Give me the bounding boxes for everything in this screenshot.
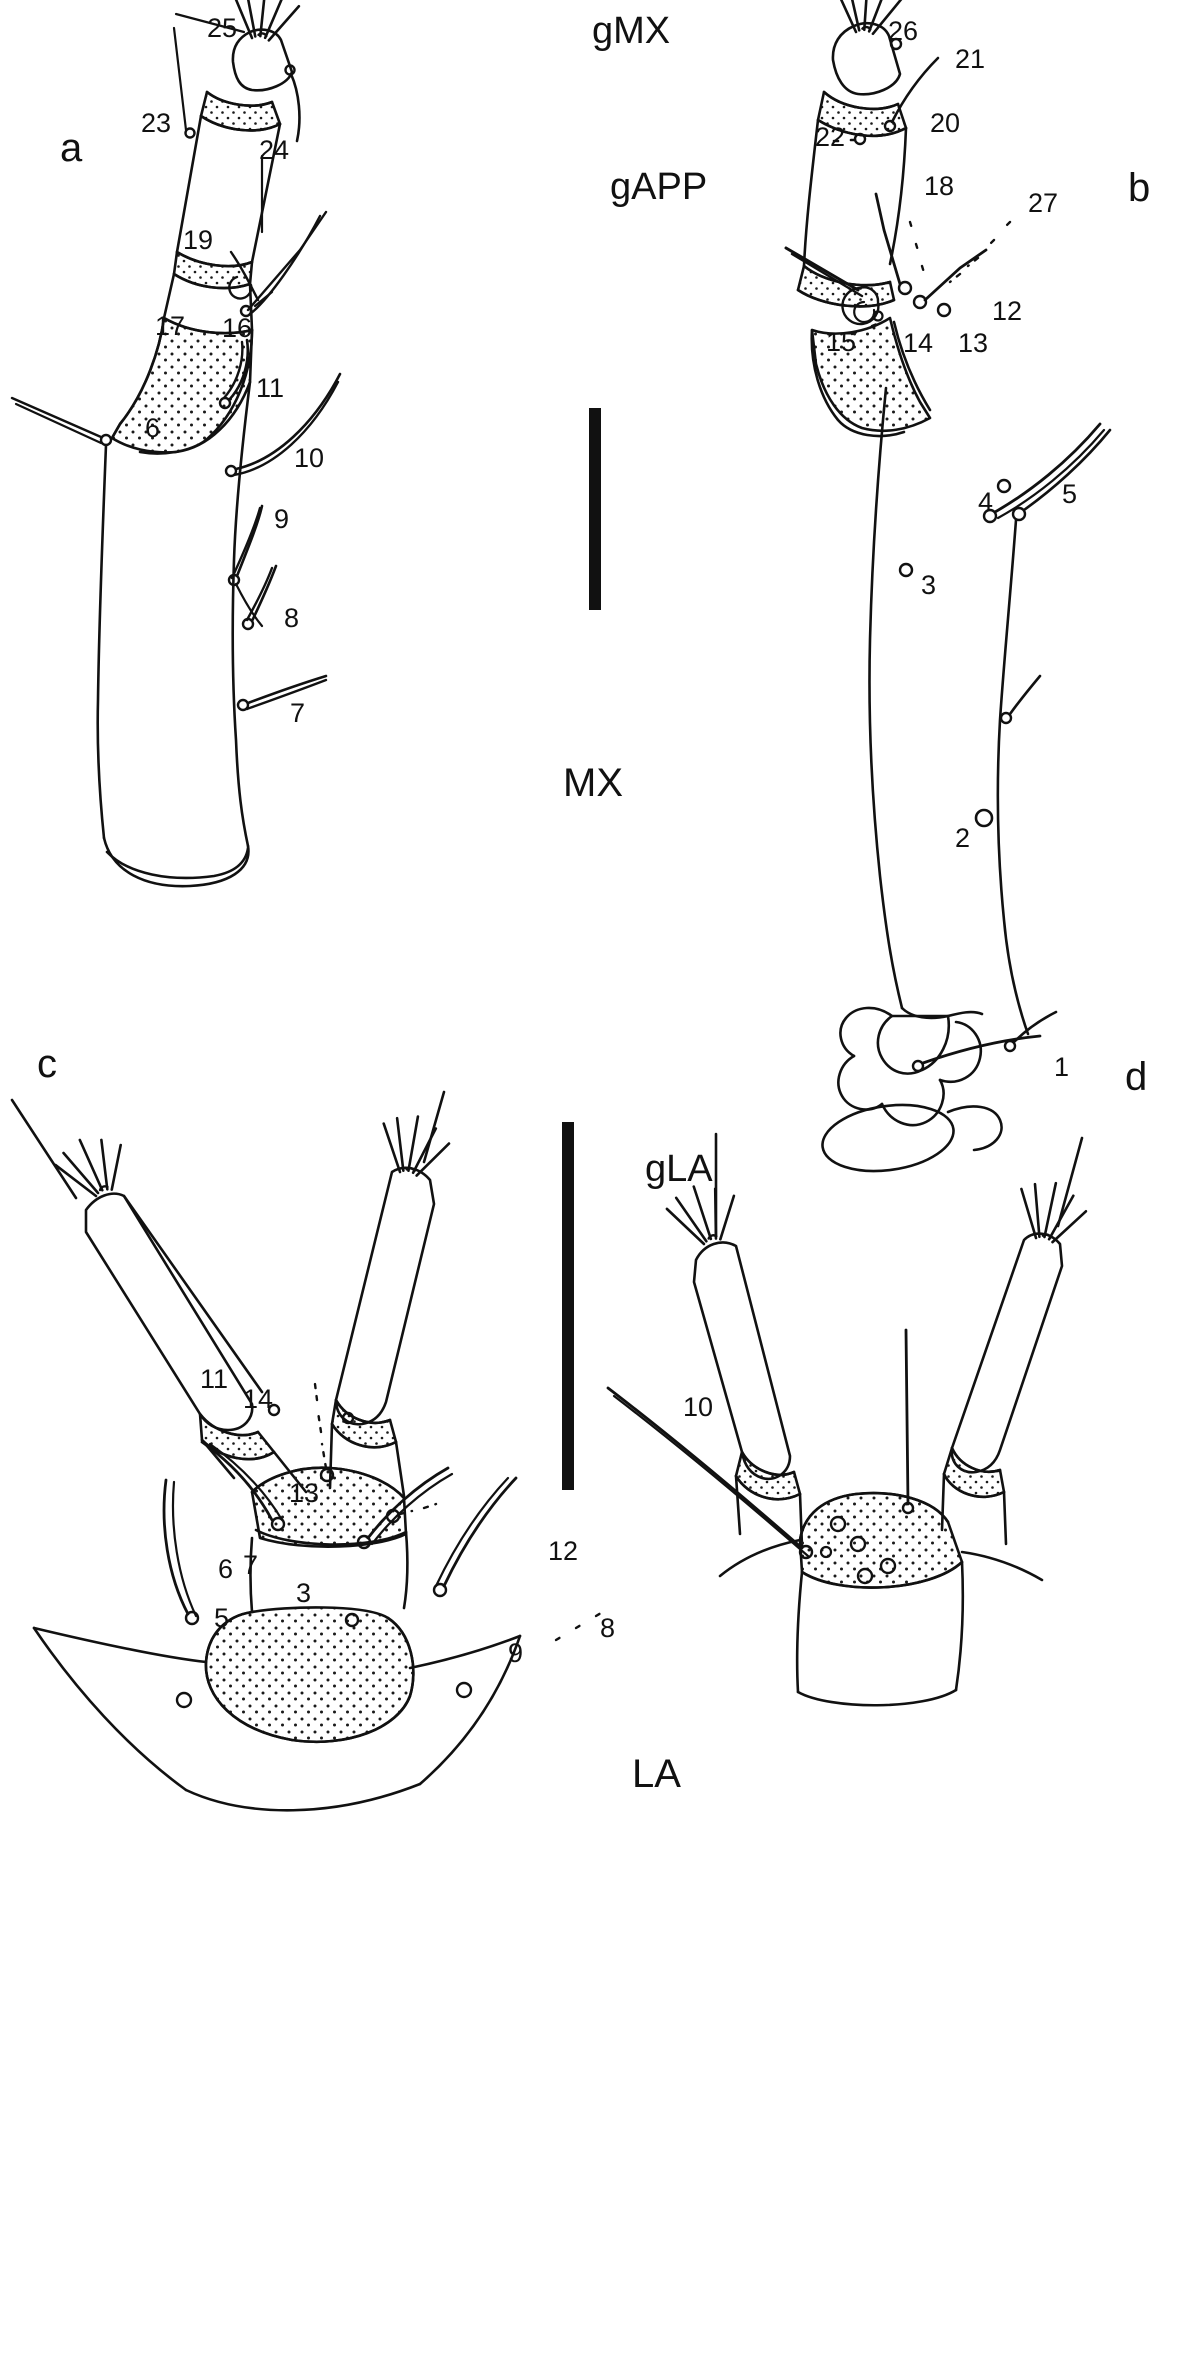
label-c-5: 5 bbox=[214, 1603, 230, 1633]
label-a-10: 10 bbox=[294, 443, 325, 473]
panel-c-drawing bbox=[10, 1090, 522, 1812]
label-a-23: 23 bbox=[141, 108, 172, 138]
label-b-4: 4 bbox=[978, 487, 994, 517]
label-b-26: 26 bbox=[888, 16, 919, 46]
label-b-12: 12 bbox=[992, 296, 1023, 326]
label-a-7: 7 bbox=[290, 698, 306, 728]
label-d-12: 12 bbox=[548, 1536, 579, 1566]
label-b-14: 14 bbox=[903, 328, 934, 358]
scale-bar-la bbox=[562, 1122, 574, 1490]
region-label-mx: MX bbox=[563, 761, 623, 805]
label-a-24: 24 bbox=[259, 135, 290, 165]
panel-d-drawing bbox=[554, 1132, 1093, 1707]
label-b-15: 15 bbox=[826, 327, 857, 357]
gland-label-gapp: gAPP bbox=[610, 166, 708, 208]
panel-label-c: c bbox=[37, 1042, 57, 1086]
panel-label-b: b bbox=[1128, 166, 1151, 210]
label-b-21: 21 bbox=[955, 44, 986, 74]
label-a-6: 6 bbox=[145, 413, 161, 443]
label-b-2: 2 bbox=[955, 823, 971, 853]
label-b-1: 1 bbox=[1054, 1052, 1070, 1082]
label-b-20: 20 bbox=[930, 108, 961, 138]
label-b-3: 3 bbox=[921, 570, 937, 600]
label-c-13: 13 bbox=[289, 1478, 320, 1508]
label-d-10: 10 bbox=[683, 1392, 714, 1422]
label-a-9: 9 bbox=[274, 504, 290, 534]
label-b-27: 27 bbox=[1028, 188, 1059, 218]
label-c-7: 7 bbox=[243, 1550, 259, 1580]
label-b-5: 5 bbox=[1062, 479, 1078, 509]
gland-label-gmx: gMX bbox=[592, 10, 671, 52]
label-c-14: 14 bbox=[243, 1384, 274, 1414]
label-a-25: 25 bbox=[207, 13, 238, 43]
region-label-la: LA bbox=[632, 1752, 681, 1796]
label-a-11: 11 bbox=[256, 373, 285, 403]
panel-a-drawing bbox=[10, 0, 342, 888]
gland-label-gla: gLA bbox=[645, 1148, 713, 1190]
label-d-8: 8 bbox=[600, 1613, 616, 1643]
label-b-18: 18 bbox=[924, 171, 955, 201]
label-b-22: 22 bbox=[815, 122, 846, 152]
label-a-17: 17 bbox=[155, 311, 186, 341]
label-c-3: 3 bbox=[296, 1578, 312, 1608]
panel-label-d: d bbox=[1125, 1055, 1148, 1099]
panel-b-drawing bbox=[784, 0, 1112, 1173]
scale-bar-mx bbox=[589, 408, 601, 610]
label-d-9: 9 bbox=[508, 1638, 524, 1668]
label-a-8: 8 bbox=[284, 603, 300, 633]
label-b-13: 13 bbox=[958, 328, 989, 358]
label-c-11: 11 bbox=[200, 1364, 229, 1394]
panel-label-a: a bbox=[60, 126, 83, 170]
label-c-6: 6 bbox=[218, 1554, 234, 1584]
label-a-16: 16 bbox=[222, 313, 253, 343]
label-a-19: 19 bbox=[183, 225, 214, 255]
